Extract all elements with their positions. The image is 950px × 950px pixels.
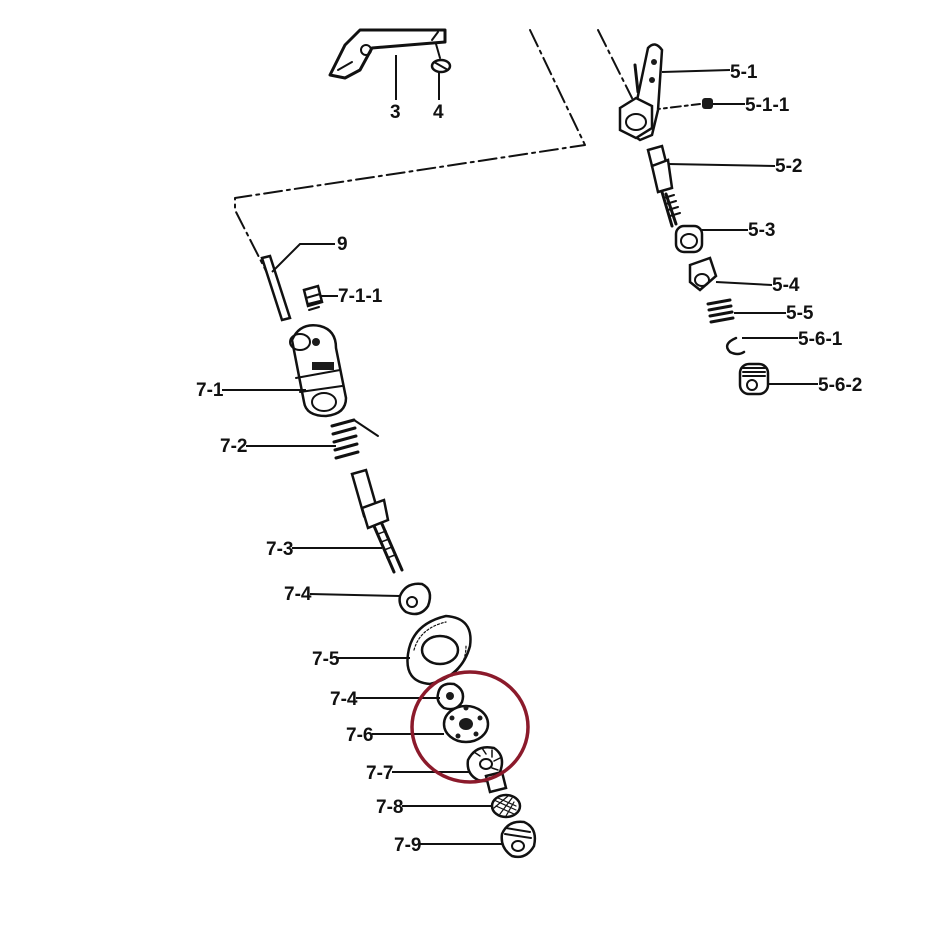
part-7-5-thrust-ring [338,614,472,686]
label-7-3: 7-3 [266,539,293,560]
part-5-6-2-gear-cap [738,362,818,396]
part-7-7-gear [392,746,508,794]
label-5-2: 5-2 [775,156,802,177]
label-5-5: 5-5 [786,303,814,324]
assembly-axis-lines [234,29,701,319]
label-7-6: 7-6 [346,725,373,746]
highlight-circle [410,670,530,784]
part-5-1-lever [618,43,731,142]
label-5-1-1: 5-1-1 [745,95,790,116]
part-5-5-spring [706,298,786,324]
label-4: 4 [433,102,444,123]
label-7-7: 7-7 [366,763,393,784]
label-7-9: 7-9 [394,835,421,856]
part-5-2-stud [646,144,776,228]
label-5-3: 5-3 [748,220,775,241]
part-7-9-end-gear [420,820,537,859]
part-3-bracket [328,28,447,100]
label-5-4: 5-4 [772,275,800,296]
part-4-screw [430,31,452,100]
label-7-1: 7-1 [196,380,224,401]
label-7-4-lower: 7-4 [330,689,358,710]
label-5-1: 5-1 [730,62,758,83]
part-9-pin [260,243,335,322]
part-7-8-knurled-ring [402,793,522,819]
part-5-4-washer-nut [688,256,773,292]
label-7-4-upper: 7-4 [284,584,312,605]
label-7-5: 7-5 [312,649,340,670]
label-9: 9 [337,234,348,255]
part-7-1-1-setscrew [302,284,338,311]
label-3: 3 [390,102,401,123]
part-7-3-shaft [292,468,404,574]
part-7-6-disc [372,704,490,744]
part-5-6-1-retaining-ring [725,336,798,356]
part-5-3-bushing [674,224,748,254]
part-7-1-housing [222,324,348,418]
part-7-4-washer-upper [309,582,432,616]
label-5-6-1: 5-6-1 [798,329,843,350]
label-7-2: 7-2 [220,436,247,457]
part-7-2-spring [246,418,379,460]
label-7-1-1: 7-1-1 [338,286,383,307]
label-5-6-2: 5-6-2 [818,375,862,396]
label-7-8: 7-8 [376,797,403,818]
part-7-4-washer-lower [356,682,465,711]
part-5-1-1-setscrew [702,98,745,109]
